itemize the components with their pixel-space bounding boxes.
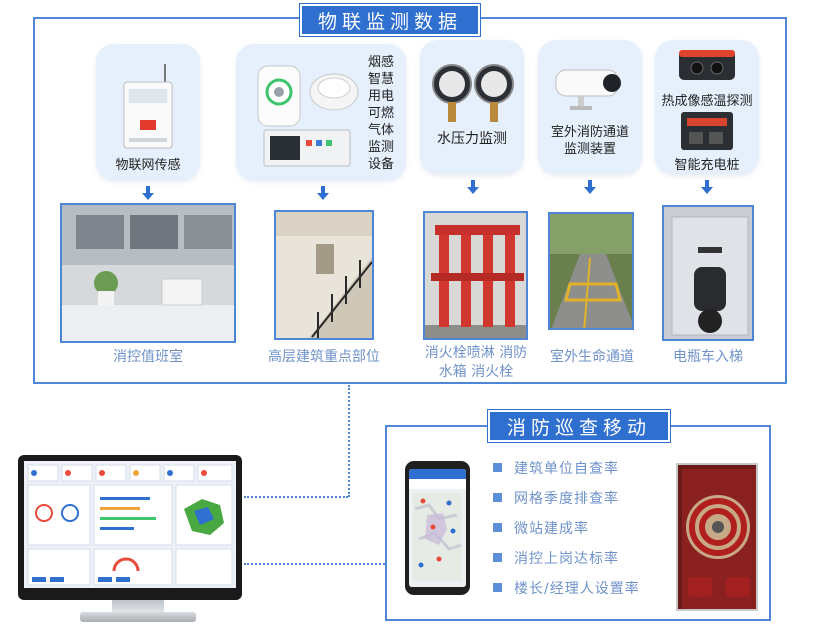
card-label-bottom: 智能充电桩: [674, 158, 740, 173]
photo-caption: 消火栓喷淋 消防 水箱 消火栓: [412, 344, 540, 382]
photo-outdoor-lifeline: [548, 212, 634, 330]
metric-label: 楼长/经理人设置率: [514, 581, 640, 597]
phone-map-screen: [409, 469, 466, 587]
caption-line: 水箱 消火栓: [438, 364, 514, 380]
pressure-gauge-icon: [432, 64, 514, 122]
bullet-square-icon: [493, 462, 502, 472]
alarm-panel-icon: [123, 64, 173, 149]
label-line: 烟感: [368, 55, 395, 70]
metric-item: 消控上岗达标率: [493, 548, 619, 568]
dashboard-monitor: [18, 455, 242, 600]
bullet-square-icon: [493, 492, 502, 502]
metric-label: 建筑单位自查率: [514, 461, 619, 477]
photo-fire-hose-reel: [676, 463, 758, 611]
card-label-vertical: 烟感 智慧 用电 可燃 气体 监测 设备: [368, 54, 398, 173]
card-water-pressure: 水压力监测: [420, 40, 524, 174]
card-iot-sensor: 物联网传感: [96, 44, 200, 180]
label-line: 监测: [368, 140, 395, 155]
down-arrow-icon: [466, 180, 480, 194]
label-line: 气体: [368, 123, 395, 138]
thermal-camera-icon: [679, 50, 735, 80]
label-line: 监测装置: [563, 142, 616, 157]
metric-item: 网格季度排查率: [493, 488, 619, 508]
photo-caption: 室外生命通道: [550, 349, 634, 365]
iot-section-title: 物联监测数据: [300, 4, 480, 36]
card-thermal-charging: 热成像感温探测 智能充电桩: [655, 40, 759, 174]
photo-caption: 电瓶车入梯: [673, 349, 743, 365]
label-line: 室外消防通道: [550, 125, 629, 140]
camera-icon: [555, 69, 621, 110]
card-label-top: 热成像感温探测: [661, 94, 753, 109]
card-smoke-electric-gas: 烟感 智慧 用电 可燃 气体 监测 设备: [236, 44, 406, 180]
caption-line: 消火栓喷淋 消防: [424, 345, 528, 361]
metric-item: 微站建成率: [493, 518, 589, 538]
down-arrow-icon: [141, 186, 155, 200]
card-outdoor-passage: 室外消防通道 监测装置: [538, 40, 642, 174]
connector-line: [244, 496, 348, 498]
down-arrow-icon: [316, 186, 330, 200]
photo-control-room: [60, 203, 236, 343]
bullet-square-icon: [493, 522, 502, 532]
dashboard-screen: [24, 461, 236, 588]
photo-caption: 高层建筑重点部位: [268, 349, 380, 365]
label-line: 设备: [368, 157, 395, 172]
charging-pile-icon: [681, 112, 733, 150]
label-line: 智慧: [368, 72, 395, 87]
monitor-base: [80, 612, 196, 622]
card-label: 物联网传感: [115, 158, 181, 173]
down-arrow-icon: [700, 180, 714, 194]
metric-label: 微站建成率: [514, 521, 589, 537]
bullet-square-icon: [493, 582, 502, 592]
metric-item: 建筑单位自查率: [493, 458, 619, 478]
card-label: 水压力监测: [437, 131, 507, 147]
mobile-phone: [405, 461, 470, 595]
label-line: 用电: [368, 89, 395, 104]
metric-label: 消控上岗达标率: [514, 551, 619, 567]
mobile-section-title: 消防巡查移动端: [488, 410, 670, 471]
metric-label: 网格季度排查率: [514, 491, 619, 507]
photo-high-rise: [274, 210, 374, 340]
card-label: 室外消防通道 监测装置: [538, 124, 642, 158]
smoke-detector-icon: [257, 65, 359, 167]
monitor-stand: [112, 600, 164, 614]
photo-ebike-elevator: [662, 205, 754, 341]
label-line: 可燃: [368, 106, 395, 121]
bullet-square-icon: [493, 552, 502, 562]
connector-line: [348, 385, 350, 497]
metric-item: 楼长/经理人设置率: [493, 578, 640, 598]
photo-hydrant-sprinkler: [423, 211, 528, 340]
connector-line: [244, 563, 385, 565]
down-arrow-icon: [583, 180, 597, 194]
photo-caption: 消控值班室: [113, 349, 183, 365]
